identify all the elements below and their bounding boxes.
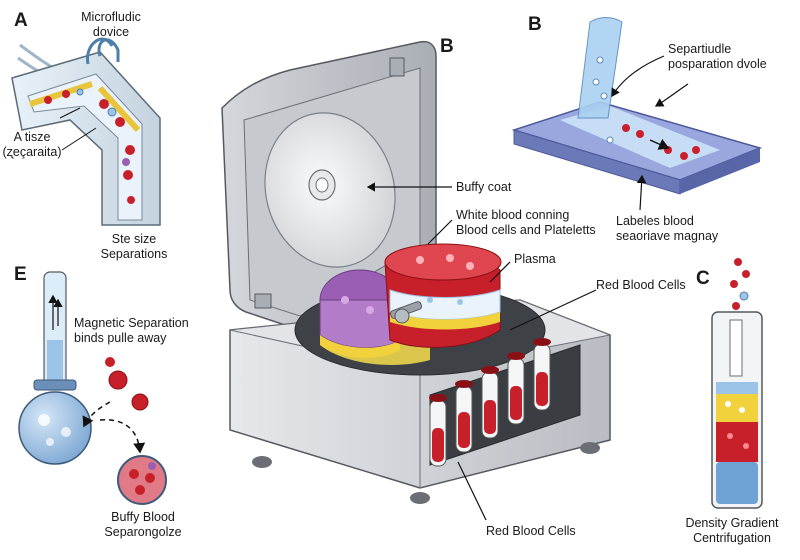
centrifuge-drawing	[221, 40, 612, 521]
separtiudle-label: Separtiudle posparation dvole	[668, 42, 767, 72]
buffy-blood-label-line2: Separongolze	[104, 525, 182, 539]
wbc-label-line1: White blood conning	[456, 208, 570, 222]
panel-label-a: A	[14, 10, 28, 31]
panel-label-b-main: B	[440, 36, 454, 57]
red-blood-cells-label-bottom: Red Blood Cells	[486, 524, 576, 538]
labeles-label-line2: seaoriave magnay	[616, 229, 719, 243]
density-label-line1: Density Gradient	[685, 516, 779, 530]
microfluidic-device-drawing	[11, 37, 161, 226]
microfluidic-device-label: Microfludic dovice	[66, 10, 156, 40]
buffy-blood-label: Buffy Blood Separongolze	[88, 510, 198, 540]
white-blood-cells-label: White blood conning Blood cells and Plat…	[456, 208, 596, 238]
magnetic-label-line1: Magnetic Separation	[74, 316, 189, 330]
magnetic-separation-drawing	[18, 271, 167, 505]
panel-label-e: E	[14, 264, 27, 285]
density-gradient-label: Density Gradient Centrifugation	[668, 516, 796, 546]
a-tisze-label: A tisze (ʐeçaraita)	[0, 130, 64, 160]
separtiudle-label-line1: Separtiudle	[668, 42, 732, 56]
microfluidic-label-line2: dovice	[92, 25, 130, 39]
red-blood-cells-label-top: Red Blood Cells	[596, 278, 686, 292]
plasma-label: Plasma	[514, 252, 556, 266]
density-gradient-tube-drawing	[711, 258, 763, 509]
wbc-label-line2: Blood cells and Plateletts	[456, 223, 596, 237]
panel-label-c: C	[696, 268, 710, 289]
buffy-coat-label: Buffy coat	[456, 180, 512, 194]
labeles-blood-label: Labeles blood seaoriave magnay	[616, 214, 718, 244]
ste-size-label-line2: Separations	[100, 247, 168, 261]
density-label-line2: Centrifugation	[693, 531, 771, 545]
labeles-label-line1: Labeles blood	[616, 214, 694, 228]
separation-slide-drawing	[511, 17, 763, 211]
magnetic-label-line2: binds pulle away	[74, 331, 167, 345]
ste-size-label-line1: Ste size	[111, 232, 157, 246]
magnetic-separation-label: Magnetic Separation binds pulle away	[74, 316, 189, 346]
buffy-blood-label-line1: Buffy Blood	[111, 510, 175, 524]
a-tisze-label-line1: A tisze	[13, 130, 51, 144]
blood-sample-tubes	[429, 338, 551, 467]
a-tisze-label-line2: (ʐeçaraita)	[2, 145, 62, 159]
microfluidic-label-line1: Microfludic	[81, 10, 141, 24]
panel-label-b-side: B	[528, 14, 542, 35]
separtiudle-label-line2: posparation dvole	[668, 57, 767, 71]
ste-size-label: Ste size Separations	[84, 232, 184, 262]
